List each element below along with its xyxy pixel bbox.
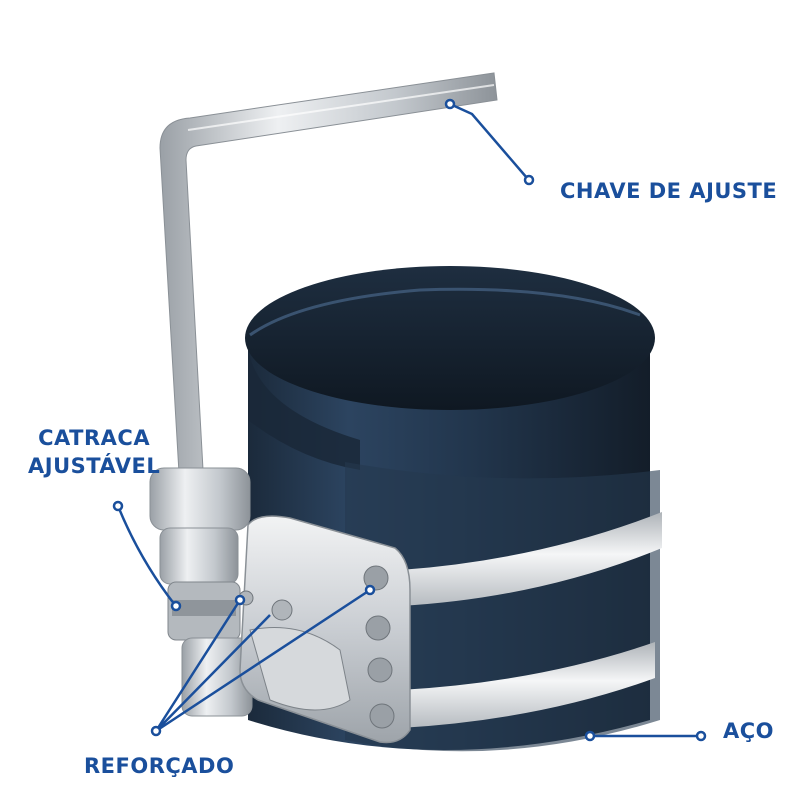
label-adjustable-ratchet-line2: AJUSTÁVEL [28,454,161,478]
label-steel: AÇO [723,719,775,743]
ratchet-assembly [149,467,253,717]
adjusting-hex-key [159,72,498,491]
label-adjustable-ratchet: CATRACA AJUSTÁVEL [28,424,160,480]
label-adjustable-ratchet-line1: CATRACA [38,426,151,450]
label-adjusting-wrench: CHAVE DE AJUSTE [560,179,778,203]
steel-strips [400,512,662,728]
reinforced-bracket [238,515,411,744]
callout-leaders [112,98,707,742]
label-reinforced: REFORÇADO [84,754,235,778]
